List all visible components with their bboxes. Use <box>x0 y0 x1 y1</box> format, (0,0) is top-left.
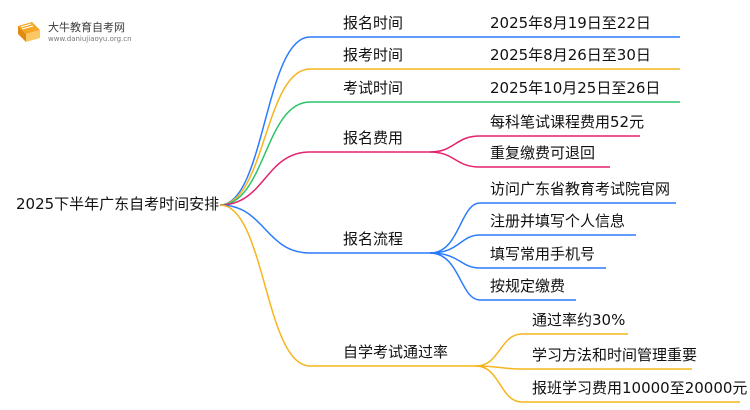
leaf-rate-1: 通过率约30% <box>532 311 626 329</box>
brand-logo: 大牛教育自考网 www.daniujiaoyu.org.cn <box>14 14 144 48</box>
brand-title: 大牛教育自考网 <box>48 21 125 34</box>
connector-branch-1 <box>219 36 311 206</box>
connector-branch-2 <box>219 68 311 206</box>
connector-fee-2 <box>429 151 610 168</box>
leaf-rate-3: 报班学习费用10000至20000元 <box>532 379 748 397</box>
branch-label-5: 报名流程 <box>343 230 404 248</box>
connector-fee-1 <box>429 135 640 153</box>
leaf-rate-2: 学习方法和时间管理重要 <box>532 346 698 364</box>
leaf-exam-date: 2025年10月25日至26日 <box>490 79 661 97</box>
connector-branch-3 <box>219 101 311 206</box>
leaf-process-3: 填写常用手机号 <box>490 245 596 263</box>
connector-branch-5 <box>219 204 311 254</box>
branch-label-2: 报考时间 <box>343 46 404 64</box>
branch-label-4: 报名费用 <box>343 129 404 147</box>
leaf-process-4: 按规定缴费 <box>490 277 566 295</box>
connector-process-2 <box>429 234 636 254</box>
connector-process-4 <box>429 252 576 301</box>
connector-branch-4 <box>219 151 311 206</box>
leaf-process-1: 访问广东省教育考试院官网 <box>490 180 671 198</box>
connector-rate-1 <box>475 333 628 367</box>
root-topic: 2025下半年广东自考时间安排 <box>16 195 220 213</box>
brand-url: www.daniujiaoyu.org.cn <box>48 35 132 43</box>
leaf-apply-date: 2025年8月26日至30日 <box>490 46 651 64</box>
leaf-fee-2: 重复缴费可退回 <box>490 144 596 162</box>
leaf-signup-date: 2025年8月19日至22日 <box>490 14 651 32</box>
branch-label-3: 考试时间 <box>343 79 404 97</box>
book-icon <box>18 22 40 42</box>
leaf-fee-1: 每科笔试课程费用52元 <box>490 113 645 131</box>
branch-label-1: 报名时间 <box>343 14 404 32</box>
connector-rate-2 <box>475 365 692 370</box>
branch-label-6: 自学考试通过率 <box>343 343 449 361</box>
connector-rate-3 <box>475 365 740 403</box>
connector-branch-6 <box>219 204 311 367</box>
leaf-process-2: 注册并填写个人信息 <box>490 212 626 230</box>
connector-process-1 <box>429 202 676 254</box>
connector-process-3 <box>429 252 606 269</box>
